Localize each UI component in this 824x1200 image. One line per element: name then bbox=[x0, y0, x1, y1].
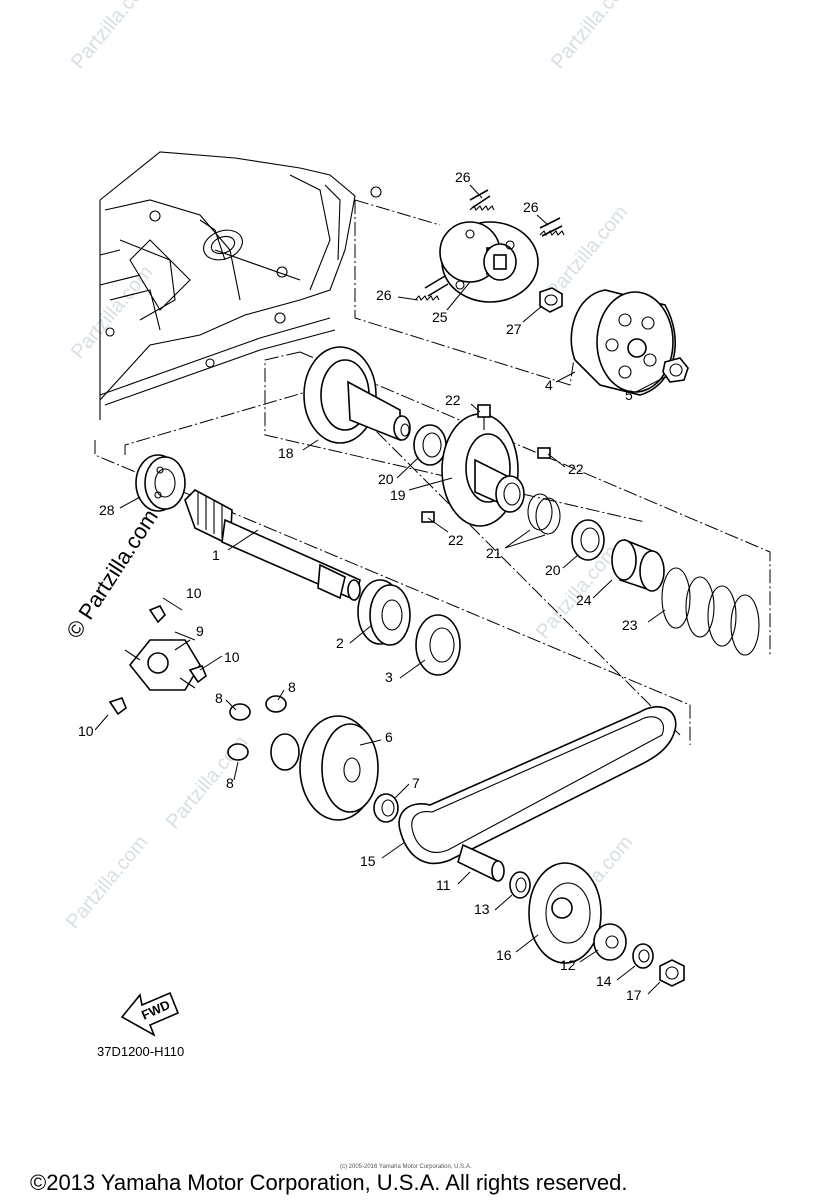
clutch-housing-4 bbox=[570, 289, 676, 396]
bearing-28 bbox=[135, 454, 186, 512]
assembly-outline-boxes bbox=[94, 199, 771, 745]
collar-11 bbox=[457, 843, 505, 882]
callout-14: 14 bbox=[596, 973, 612, 989]
collar-7 bbox=[373, 793, 399, 823]
guide-pins-22 bbox=[421, 404, 551, 523]
nut-17 bbox=[659, 959, 685, 987]
crankcase-illustration bbox=[99, 151, 382, 420]
washer-14 bbox=[632, 943, 654, 969]
sliders-10 bbox=[108, 604, 207, 716]
callout-18: 18 bbox=[278, 445, 294, 461]
callout-8: 8 bbox=[288, 679, 296, 695]
watermark: Partzilla.com bbox=[547, 0, 637, 73]
callout-6: 6 bbox=[385, 729, 393, 745]
callout-12: 12 bbox=[560, 957, 576, 973]
callout-25: 25 bbox=[432, 309, 448, 325]
watermark: Partzilla.com bbox=[67, 0, 157, 73]
oil-seal-20-top bbox=[413, 424, 447, 466]
watermark: Partzilla.com bbox=[62, 831, 152, 933]
callout-13: 13 bbox=[474, 901, 490, 917]
nut-27 bbox=[539, 287, 563, 313]
callout-15: 15 bbox=[360, 853, 376, 869]
drive-gear-12 bbox=[593, 923, 627, 961]
callout-22: 22 bbox=[568, 461, 584, 477]
spring-seat-24 bbox=[611, 538, 665, 592]
fwd-arrow: FWD bbox=[120, 991, 180, 1037]
callout-20: 20 bbox=[378, 471, 394, 487]
callout-28: 28 bbox=[99, 502, 115, 518]
callout-16: 16 bbox=[496, 947, 512, 963]
watermark: Partzilla.com bbox=[542, 201, 632, 303]
callout-24: 24 bbox=[576, 592, 592, 608]
callout-7: 7 bbox=[412, 775, 420, 791]
leader-lines bbox=[94, 184, 668, 995]
callout-10: 10 bbox=[224, 649, 240, 665]
callout-5: 5 bbox=[625, 387, 633, 403]
callout-10: 10 bbox=[186, 585, 202, 601]
callout-8: 8 bbox=[215, 690, 223, 706]
oil-seal-3 bbox=[415, 614, 461, 676]
callout-21: 21 bbox=[486, 545, 502, 561]
secondary-sheave-19 bbox=[441, 413, 525, 527]
compression-spring-23 bbox=[661, 567, 760, 656]
callout-10: 10 bbox=[78, 723, 94, 739]
callout-11: 11 bbox=[436, 877, 451, 893]
partzilla-side-watermark: © Partzilla.com bbox=[61, 505, 163, 643]
callout-3: 3 bbox=[385, 669, 393, 685]
nut-5 bbox=[662, 357, 689, 383]
secondary-sheave-18 bbox=[303, 346, 411, 444]
callout-22: 22 bbox=[445, 392, 461, 408]
callout-9: 9 bbox=[196, 623, 204, 639]
callout-2: 2 bbox=[336, 635, 344, 651]
v-belt-15 bbox=[398, 706, 677, 865]
small-copyright: (c) 2005-2016 Yamaha Motor Corporation, … bbox=[340, 1164, 472, 1170]
callout-22: 22 bbox=[448, 532, 464, 548]
fan-16 bbox=[528, 862, 602, 964]
clutch-springs-26 bbox=[414, 205, 565, 301]
callout-labels: 26 26 26 25 27 4 5 22 22 22 18 20 19 21 … bbox=[78, 169, 642, 1003]
callout-4: 4 bbox=[545, 377, 553, 393]
weights-8 bbox=[227, 695, 287, 761]
diagram-code: 37D1200-H110 bbox=[97, 1044, 184, 1059]
callout-26: 26 bbox=[455, 169, 471, 185]
callout-19: 19 bbox=[390, 487, 406, 503]
callout-17: 17 bbox=[626, 987, 642, 1003]
bearing-2 bbox=[357, 579, 411, 646]
copyright-notice: ©2013 Yamaha Motor Corporation, U.S.A. A… bbox=[30, 1170, 627, 1195]
callout-26: 26 bbox=[523, 199, 539, 215]
washer-13 bbox=[509, 871, 531, 899]
callout-27: 27 bbox=[506, 321, 522, 337]
o-rings-21 bbox=[527, 493, 561, 535]
cam-9 bbox=[124, 639, 201, 691]
callout-8: 8 bbox=[226, 775, 234, 791]
primary-shaft-1 bbox=[184, 489, 361, 602]
callout-23: 23 bbox=[622, 617, 638, 633]
clutch-carrier-25 bbox=[424, 189, 563, 303]
callout-26: 26 bbox=[376, 287, 392, 303]
oil-seal-20-lower bbox=[571, 519, 605, 561]
primary-sheave-6 bbox=[270, 715, 379, 821]
callout-20: 20 bbox=[545, 562, 561, 578]
watermark: Partzilla.com bbox=[67, 261, 157, 363]
callout-1: 1 bbox=[212, 547, 220, 563]
